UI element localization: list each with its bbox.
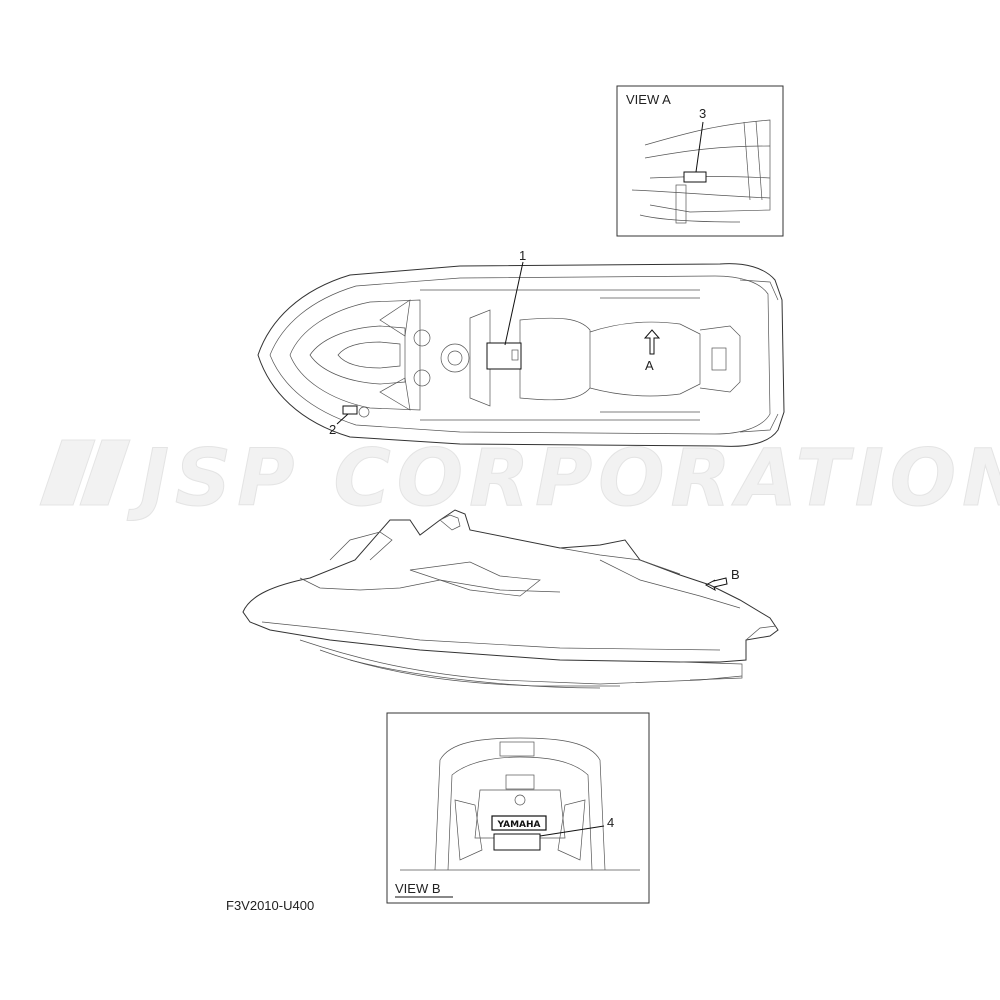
callout-3-leader (695, 121, 704, 173)
watermark-logo-mark (39, 439, 131, 506)
diagram-code: F3V2010-U400 (226, 898, 314, 913)
yamaha-emblem-text: YAMAHA (496, 820, 540, 830)
callout-1-leader (504, 261, 524, 346)
view-b-arrow-icon (704, 577, 728, 592)
callout-2-leader (336, 413, 349, 425)
label-4-decal (493, 833, 541, 851)
view-a-panel: VIEW A 3 (616, 85, 784, 237)
arrow-b-label: B (731, 567, 740, 582)
view-b-panel: YAMAHA 4 VIEW B (386, 712, 650, 904)
callout-4-leader (539, 825, 605, 837)
yamaha-emblem (491, 815, 547, 831)
view-a-title: VIEW A (626, 92, 671, 107)
view-a-arrow-icon (643, 329, 661, 355)
label-3-decal (683, 171, 707, 183)
callout-4-number: 4 (607, 815, 614, 830)
view-b-title: VIEW B (395, 881, 441, 896)
callout-2-number: 2 (329, 422, 336, 437)
watermark: JSP CORPORATION (39, 434, 1000, 525)
top-view-watercraft: 1 2 A (257, 248, 785, 447)
side-view-watercraft: B (242, 509, 779, 689)
view-b-frame (386, 712, 650, 904)
label-1-decal (486, 342, 522, 370)
callout-1-number: 1 (519, 248, 526, 263)
callout-3-number: 3 (699, 106, 706, 121)
view-a-hull-section (631, 119, 771, 224)
arrow-a-label: A (645, 358, 654, 373)
label-2-decal (342, 405, 358, 415)
watermark-text: JSP CORPORATION (127, 434, 1000, 524)
view-a-frame (616, 85, 784, 237)
